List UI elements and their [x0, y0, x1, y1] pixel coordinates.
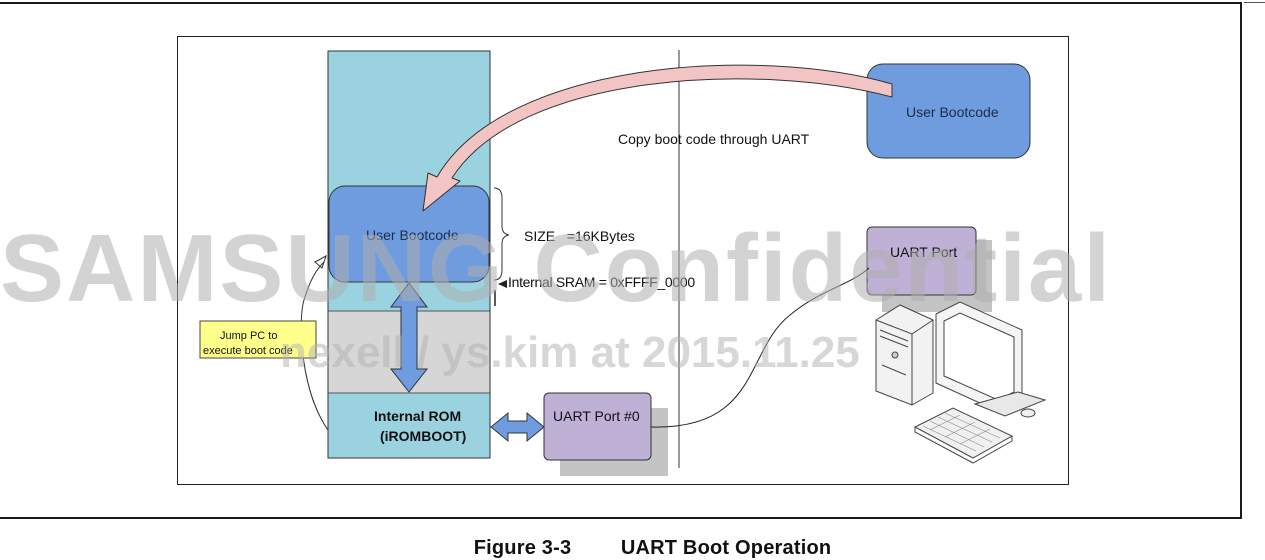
rom-label-line1: Internal ROM — [374, 408, 462, 424]
host-user-bootcode-block — [866, 63, 1031, 159]
sram-user-bootcode-block — [328, 185, 490, 283]
jump-pc-arrow — [300, 261, 329, 431]
header-rule — [1244, 2, 1265, 3]
sram-user-bootcode-label: User Bootcode — [366, 227, 459, 243]
jump-pc-note-line1: Jump PC to — [220, 330, 278, 342]
uart-port-box — [866, 226, 977, 296]
copy-boot-code-label: Copy boot code through UART — [618, 131, 810, 147]
rom-label-line2: (iROMBOOT) — [380, 428, 467, 444]
jump-pc-note-line2: execute boot code — [203, 345, 293, 357]
computer-illustration — [875, 301, 1047, 464]
size-label: SIZE =16KBytes — [524, 228, 635, 244]
sram-pointer-arrow — [498, 280, 507, 288]
memory-column-border — [327, 50, 491, 459]
size-brace — [493, 187, 510, 281]
figure-title: UART Boot Operation — [620, 537, 832, 559]
rom-uart-arrow — [490, 411, 545, 443]
figure-caption: Figure 3-3 UART Boot Operation — [0, 537, 1265, 560]
sram-address-label: Internal SRAM = 0xFFFF_0000 — [508, 274, 695, 290]
rom-sram-arrow — [389, 282, 429, 393]
jump-pc-arrowhead — [314, 254, 327, 269]
host-user-bootcode-label: User Bootcode — [906, 104, 999, 120]
uart-cable — [650, 267, 870, 428]
uart-port0-box — [543, 392, 652, 461]
uart-port0-label: UART Port #0 — [553, 408, 640, 424]
copy-arrow — [422, 64, 893, 212]
page-frame — [0, 2, 1242, 519]
uart-port-label: UART Port — [890, 244, 958, 260]
figure-number: Figure 3-3 — [473, 537, 572, 559]
jump-pc-note-box — [199, 320, 317, 359]
